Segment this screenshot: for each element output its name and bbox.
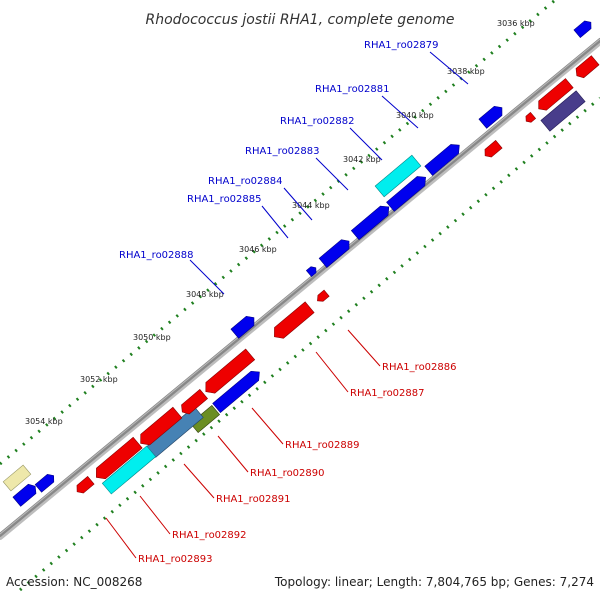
kbp-label: 3048 kbp <box>186 290 224 299</box>
gene-arrow <box>205 348 256 394</box>
kbp-label: 3050 kbp <box>133 333 171 342</box>
gene-label-ro02886[interactable]: RHA1_ro02886 <box>382 362 457 373</box>
gene-arrow <box>274 301 315 339</box>
genome-title: Rhodococcus jostii RHA1, complete genome <box>145 12 454 28</box>
kbp-label: 3040 kbp <box>396 111 434 120</box>
reverse-gene-labels: RHA1_ro02886 RHA1_ro02887 RHA1_ro02889 R… <box>138 362 457 565</box>
forward-leaders <box>189 51 469 295</box>
kbp-label: 3052 kbp <box>80 375 118 384</box>
kbp-labels: 3036 kbp 3038 kbp 3040 kbp 3042 kbp 3044… <box>25 19 535 426</box>
gene-arrow <box>538 78 574 111</box>
gene-label-ro02890[interactable]: RHA1_ro02890 <box>250 468 325 479</box>
leader-line <box>189 259 225 295</box>
gene-label-ro02892[interactable]: RHA1_ro02892 <box>172 530 247 541</box>
reverse-leaders <box>105 329 381 559</box>
inner-tick-track <box>19 96 600 592</box>
gene-arrow <box>484 139 503 158</box>
leader-line <box>105 517 137 559</box>
gene-label-ro02884[interactable]: RHA1_ro02884 <box>208 176 283 187</box>
kbp-label: 3036 kbp <box>497 19 535 28</box>
leader-line <box>315 157 349 191</box>
leader-line <box>429 51 469 85</box>
leader-line <box>349 127 383 161</box>
gene-arrow <box>12 483 37 507</box>
gene-arrow <box>386 176 426 212</box>
gene-arrow <box>573 20 592 39</box>
leader-line <box>347 329 381 367</box>
gene-label-ro02885[interactable]: RHA1_ro02885 <box>187 194 262 205</box>
gene-arrow <box>212 370 260 414</box>
kbp-label: 3054 kbp <box>25 417 63 426</box>
gene-arrow <box>34 473 55 493</box>
gene-label-ro02887[interactable]: RHA1_ro02887 <box>350 388 425 399</box>
gene-label-ro02881[interactable]: RHA1_ro02881 <box>315 84 390 95</box>
gene-arrow <box>189 404 221 434</box>
gene-arrow <box>140 406 183 446</box>
gene-arrow <box>478 105 503 129</box>
outer-tick-track <box>0 0 558 466</box>
accession-text: Accession: NC_008268 <box>6 575 142 589</box>
leader-line <box>183 463 215 499</box>
leader-line <box>283 187 313 221</box>
leader-line <box>139 495 171 535</box>
gene-arrow <box>318 239 350 268</box>
leader-line <box>217 435 249 473</box>
gene-arrow <box>2 464 32 492</box>
leader-line <box>315 351 349 393</box>
gene-label-ro02879[interactable]: RHA1_ro02879 <box>364 40 439 51</box>
gene-label-ro02882[interactable]: RHA1_ro02882 <box>280 116 355 127</box>
genome-summary-text: Topology: linear; Length: 7,804,765 bp; … <box>274 575 594 589</box>
reverse-genes <box>76 55 600 494</box>
gene-arrow <box>305 266 317 278</box>
kbp-label: 3038 kbp <box>447 67 485 76</box>
leader-line <box>261 205 289 239</box>
gene-arrow <box>181 388 209 415</box>
kbp-label: 3046 kbp <box>239 245 277 254</box>
gene-label-ro02889[interactable]: RHA1_ro02889 <box>285 440 360 451</box>
gene-arrow <box>96 436 143 480</box>
gene-arrow <box>76 475 95 494</box>
kbp-label: 3044 kbp <box>292 201 330 210</box>
gene-arrow <box>424 144 460 176</box>
gene-arrow <box>317 289 330 302</box>
gene-label-ro02888[interactable]: RHA1_ro02888 <box>119 250 194 261</box>
genome-backbone <box>0 38 600 540</box>
forward-gene-labels: RHA1_ro02879 RHA1_ro02881 RHA1_ro02882 R… <box>119 40 439 261</box>
gene-arrow <box>350 205 390 241</box>
gene-label-ro02883[interactable]: RHA1_ro02883 <box>245 146 320 157</box>
kbp-label: 3042 kbp <box>343 155 381 164</box>
gene-arrow <box>525 111 537 123</box>
gene-arrow <box>230 315 255 339</box>
forward-genes <box>2 20 592 507</box>
gene-label-ro02893[interactable]: RHA1_ro02893 <box>138 554 213 565</box>
gene-arrow <box>540 90 586 132</box>
gene-arrow <box>374 154 422 198</box>
leader-line <box>381 95 419 129</box>
gene-arrow <box>575 55 600 79</box>
gene-arrow <box>101 445 157 495</box>
gene-label-ro02891[interactable]: RHA1_ro02891 <box>216 494 291 505</box>
leader-line <box>251 407 284 445</box>
